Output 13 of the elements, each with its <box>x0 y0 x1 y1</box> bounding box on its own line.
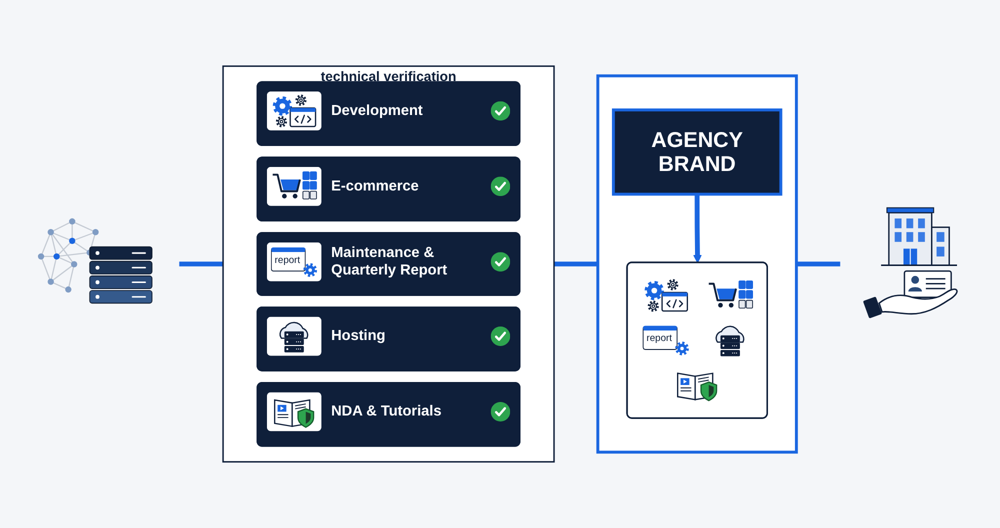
service-label: Development <box>331 102 424 120</box>
calendar-label: report <box>270 247 306 272</box>
service-label: Hosting <box>331 328 386 346</box>
service-label: Maintenance & Quarterly Report <box>331 244 448 280</box>
service-label: E-commerce <box>331 178 420 196</box>
arrow <box>693 194 702 264</box>
panel-title: technical verification <box>320 68 456 84</box>
calendar-label: report <box>642 326 678 350</box>
connector-line <box>796 262 840 266</box>
service-label: NDA & Tutorials <box>331 402 442 420</box>
connector-line <box>554 262 598 266</box>
connector-line <box>179 262 224 266</box>
brand-title: AGENCY BRAND <box>650 126 744 178</box>
